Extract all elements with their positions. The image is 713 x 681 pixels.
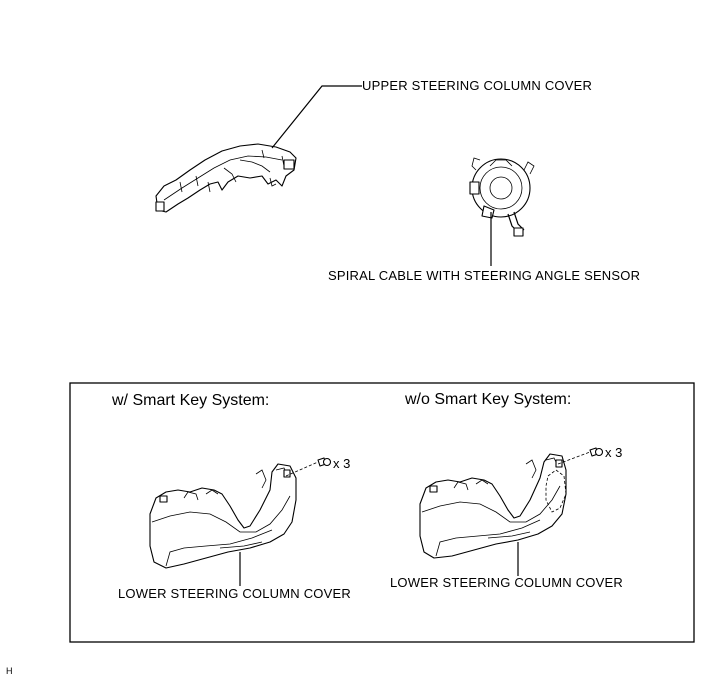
lower-cover-panel-border [69,382,695,643]
upper-steering-column-cover-part [155,143,297,213]
screw-icon-right [557,447,604,465]
screw-icon-left [285,457,332,477]
upper-cover-leader-line [271,85,362,149]
screw-quantity-right: x 3 [605,445,623,460]
illustration-code: H [6,666,13,676]
spiral-cable-part [469,157,535,237]
lower-cover-no-smart-key-part [419,453,567,559]
lower-cover-smart-key-part [149,463,297,569]
panel-header-no-smart-key: w/o Smart Key System: [405,391,572,408]
lower-cover-label-smart-key: LOWER STEERING COLUMN COVER [118,586,351,601]
panel-header-smart-key: w/ Smart Key System: [112,392,270,409]
spiral-cable-label: SPIRAL CABLE WITH STEERING ANGLE SENSOR [328,268,641,283]
lower-cover-label-no-smart-key: LOWER STEERING COLUMN COVER [390,575,623,590]
upper-steering-column-cover-label: UPPER STEERING COLUMN COVER [362,78,593,93]
screw-quantity-left: x 3 [333,456,351,471]
